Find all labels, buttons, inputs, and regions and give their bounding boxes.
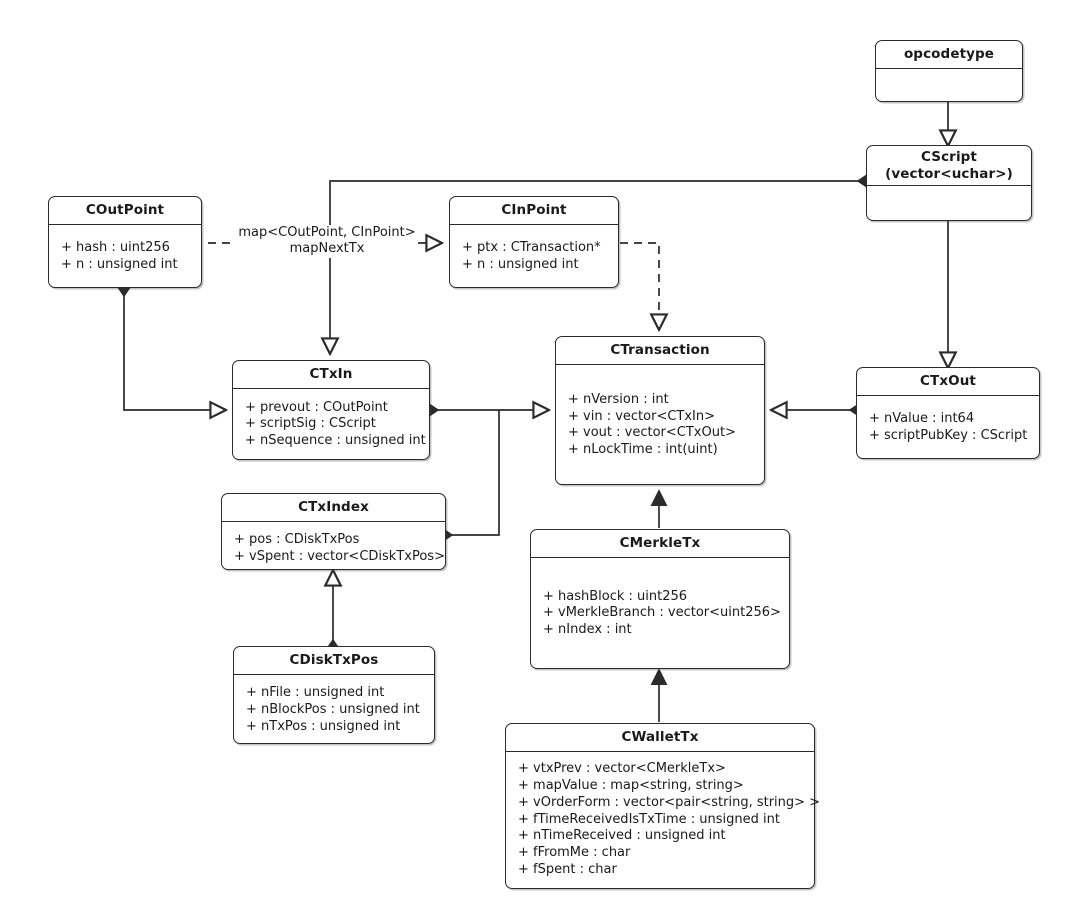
edge-coutpoint-ctxin bbox=[124, 296, 226, 410]
class-name-text: CMerkleTx bbox=[619, 535, 701, 551]
class-attributes-ctransaction: + nVersion : int + vin : vector<CTxIn> +… bbox=[556, 365, 764, 484]
class-title-ctxindex: CTxIndex bbox=[222, 494, 445, 522]
class-box-coutpoint[interactable]: COutPoint + hash : uint256 + n : unsigne… bbox=[48, 196, 202, 288]
class-attributes-cwallettx: + vtxPrev : vector<CMerkleTx> + mapValue… bbox=[506, 752, 821, 888]
class-title-cinpoint: CInPoint bbox=[450, 197, 618, 225]
attribute-row: + n : unsigned int bbox=[462, 256, 579, 272]
attribute-row: + nTimeReceived : unsigned int bbox=[518, 828, 726, 844]
attribute-row: + fFromMe : char bbox=[518, 845, 631, 861]
class-subtitle-text: (vector<uchar>) bbox=[885, 165, 1013, 182]
class-attributes-coutpoint: + hash : uint256 + n : unsigned int bbox=[49, 225, 201, 287]
class-name-text: opcodetype bbox=[903, 46, 995, 62]
class-title-opcodetype: opcodetype bbox=[876, 41, 1022, 69]
attribute-row: + hash : uint256 bbox=[61, 240, 170, 256]
attribute-row: + n : unsigned int bbox=[61, 256, 178, 272]
class-title-cdisktxpos: CDiskTxPos bbox=[234, 647, 434, 675]
attribute-row: + vMerkleBranch : vector<uint256> bbox=[543, 605, 781, 621]
class-box-ctxindex[interactable]: CTxIndex + pos : CDiskTxPos + vSpent : v… bbox=[221, 493, 446, 570]
attribute-row: + scriptSig : CScript bbox=[245, 416, 376, 432]
attribute-row: + vtxPrev : vector<CMerkleTx> bbox=[518, 760, 726, 776]
class-attributes-cdisktxpos: + nFile : unsigned int + nBlockPos : uns… bbox=[234, 675, 434, 744]
attribute-row: + vSpent : vector<CDiskTxPos> bbox=[234, 548, 445, 564]
class-name-text: CWalletTx bbox=[621, 729, 699, 745]
class-title-ctxout: CTxOut bbox=[857, 368, 1039, 396]
attribute-row: + nVersion : int bbox=[568, 391, 669, 407]
class-box-cdisktxpos[interactable]: CDiskTxPos + nFile : unsigned int + nBlo… bbox=[233, 646, 435, 744]
attribute-row: + vout : vector<CTxOut> bbox=[568, 425, 736, 441]
class-attributes-cmerkletx: + hashBlock : uint256 + vMerkleBranch : … bbox=[531, 558, 789, 668]
class-name-text: CDiskTxPos bbox=[289, 652, 379, 668]
class-title-coutpoint: COutPoint bbox=[49, 197, 201, 225]
class-title-cscript: CScript (vector<uchar>) bbox=[867, 146, 1031, 186]
class-box-ctxin[interactable]: CTxIn + prevout : COutPoint + scriptSig … bbox=[232, 360, 430, 460]
class-title-ctxin: CTxIn bbox=[233, 361, 429, 389]
attribute-row: + pos : CDiskTxPos bbox=[234, 531, 360, 547]
edge-label-line-2: mapNextTx bbox=[289, 241, 365, 257]
attribute-row: + scriptPubKey : CScript bbox=[869, 427, 1028, 443]
class-attributes-ctxindex: + pos : CDiskTxPos + vSpent : vector<CDi… bbox=[222, 522, 445, 574]
class-attributes-ctxin: + prevout : COutPoint + scriptSig : CScr… bbox=[233, 389, 429, 459]
attribute-row: + mapValue : map<string, string> bbox=[518, 777, 744, 793]
class-box-cwallettx[interactable]: CWalletTx + vtxPrev : vector<CMerkleTx> … bbox=[505, 723, 821, 889]
attribute-row: + nBlockPos : unsigned int bbox=[246, 701, 420, 717]
attribute-row: + nLockTime : int(uint) bbox=[568, 442, 718, 458]
class-name-text: CTxIndex bbox=[298, 499, 369, 515]
class-name-text: CTransaction bbox=[610, 342, 710, 358]
edge-label-mapnexttx: map<COutPoint, CInPoint> mapNextTx bbox=[236, 225, 418, 258]
class-attributes-cscript bbox=[867, 186, 1031, 220]
class-title-cmerkletx: CMerkleTx bbox=[531, 530, 789, 558]
attribute-row: + vOrderForm : vector<pair<string, strin… bbox=[518, 794, 821, 810]
attribute-row: + hashBlock : uint256 bbox=[543, 588, 688, 604]
attribute-row: + prevout : COutPoint bbox=[245, 399, 388, 415]
edge-cinpoint-ctransaction-dependency bbox=[620, 242, 659, 330]
attribute-row: + nIndex : int bbox=[543, 622, 632, 638]
attribute-row: + fSpent : char bbox=[518, 862, 617, 878]
class-attributes-ctxout: + nValue : int64 + scriptPubKey : CScrip… bbox=[857, 396, 1039, 458]
class-box-cinpoint[interactable]: CInPoint + ptx : CTransaction* + n : uns… bbox=[449, 196, 619, 288]
class-attributes-opcodetype bbox=[876, 69, 1022, 101]
class-title-cwallettx: CWalletTx bbox=[506, 724, 814, 752]
class-box-ctransaction[interactable]: CTransaction + nVersion : int + vin : ve… bbox=[555, 336, 765, 485]
class-box-cmerkletx[interactable]: CMerkleTx + hashBlock : uint256 + vMerkl… bbox=[530, 529, 790, 669]
edge-ctxin-ctxindex bbox=[429, 410, 500, 543]
class-title-ctransaction: CTransaction bbox=[556, 337, 764, 365]
class-name-text: CTxOut bbox=[920, 373, 976, 389]
class-box-cscript[interactable]: CScript (vector<uchar>) bbox=[866, 145, 1032, 221]
class-name-text: CScript bbox=[921, 149, 977, 165]
class-name-text: CTxIn bbox=[309, 366, 353, 382]
class-attributes-cinpoint: + ptx : CTransaction* + n : unsigned int bbox=[450, 225, 618, 287]
attribute-row: + nTxPos : unsigned int bbox=[246, 718, 401, 734]
attribute-row: + nValue : int64 bbox=[869, 411, 975, 427]
class-name-text: CInPoint bbox=[501, 202, 567, 218]
attribute-row: + ptx : CTransaction* bbox=[462, 240, 601, 256]
attribute-row: + fTimeReceivedIsTxTime : unsigned int bbox=[518, 811, 780, 827]
attribute-row: + nSequence : unsigned int bbox=[245, 433, 426, 449]
class-name-text: COutPoint bbox=[85, 202, 165, 218]
attribute-row: + vin : vector<CTxIn> bbox=[568, 408, 716, 424]
edge-label-line-1: map<COutPoint, CInPoint> bbox=[238, 225, 416, 240]
class-box-opcodetype[interactable]: opcodetype bbox=[875, 40, 1023, 102]
attribute-row: + nFile : unsigned int bbox=[246, 684, 385, 700]
class-box-ctxout[interactable]: CTxOut + nValue : int64 + scriptPubKey :… bbox=[856, 367, 1040, 459]
